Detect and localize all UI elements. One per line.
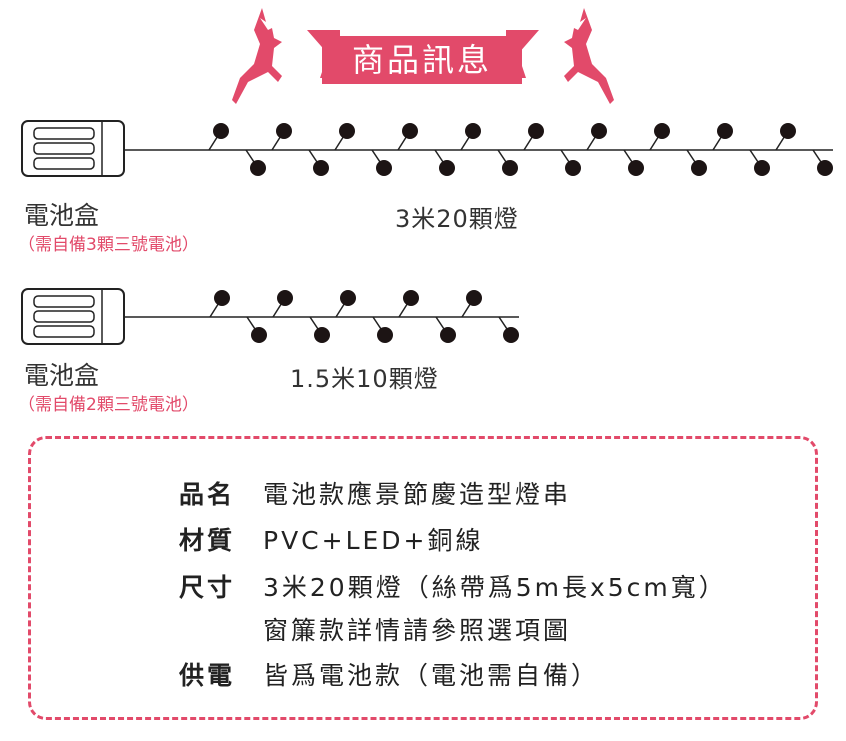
bulb: [313, 160, 329, 176]
bulb: [277, 290, 293, 306]
header-banner: 商品訊息: [322, 28, 522, 84]
bulb: [377, 327, 393, 343]
battery-icon: [33, 157, 95, 170]
bulb: [402, 123, 418, 139]
header-title: 商品訊息: [351, 41, 492, 79]
bulb: [440, 327, 456, 343]
bulb: [591, 123, 607, 139]
bulb: [565, 160, 581, 176]
deer-left-icon: [232, 8, 282, 104]
bulb: [213, 123, 229, 139]
battery-icon: [33, 325, 95, 338]
spec-row-power: 供電皆爲電池款（電池需自備）: [179, 661, 600, 690]
bulb: [528, 123, 544, 139]
battery-box-label-1: 電池盒: [24, 201, 100, 230]
battery-note-1: （需自備3顆三號電池）: [18, 235, 199, 255]
bulb: [503, 327, 519, 343]
battery-icon: [33, 142, 95, 155]
spec-row-size-note: 窗簾款詳情請參照選項圖: [263, 616, 572, 645]
length-label-1: 3米20顆燈: [395, 205, 519, 233]
bulb: [251, 327, 267, 343]
bulb: [439, 160, 455, 176]
bulb: [654, 123, 670, 139]
deer-right-icon: [564, 8, 614, 104]
bulb: [502, 160, 518, 176]
battery-icon: [33, 295, 95, 308]
bulb: [339, 123, 355, 139]
bulb: [817, 160, 833, 176]
battery-icon: [33, 310, 95, 323]
bulb: [376, 160, 392, 176]
length-label-2: 1.5米10顆燈: [290, 365, 439, 393]
spec-row-name: 品名電池款應景節慶造型燈串: [179, 480, 572, 509]
battery-note-2: （需自備2顆三號電池）: [18, 395, 199, 415]
bulb: [340, 290, 356, 306]
battery-box-label-2: 電池盒: [24, 361, 100, 390]
battery-icon: [33, 127, 95, 140]
bulb: [780, 123, 796, 139]
bulb: [214, 290, 230, 306]
bulb: [754, 160, 770, 176]
bulb: [403, 290, 419, 306]
bulb: [628, 160, 644, 176]
bulb: [717, 123, 733, 139]
bulb: [276, 123, 292, 139]
bulb: [314, 327, 330, 343]
bulb: [250, 160, 266, 176]
bulb: [465, 123, 481, 139]
bulb: [691, 160, 707, 176]
bulb: [466, 290, 482, 306]
